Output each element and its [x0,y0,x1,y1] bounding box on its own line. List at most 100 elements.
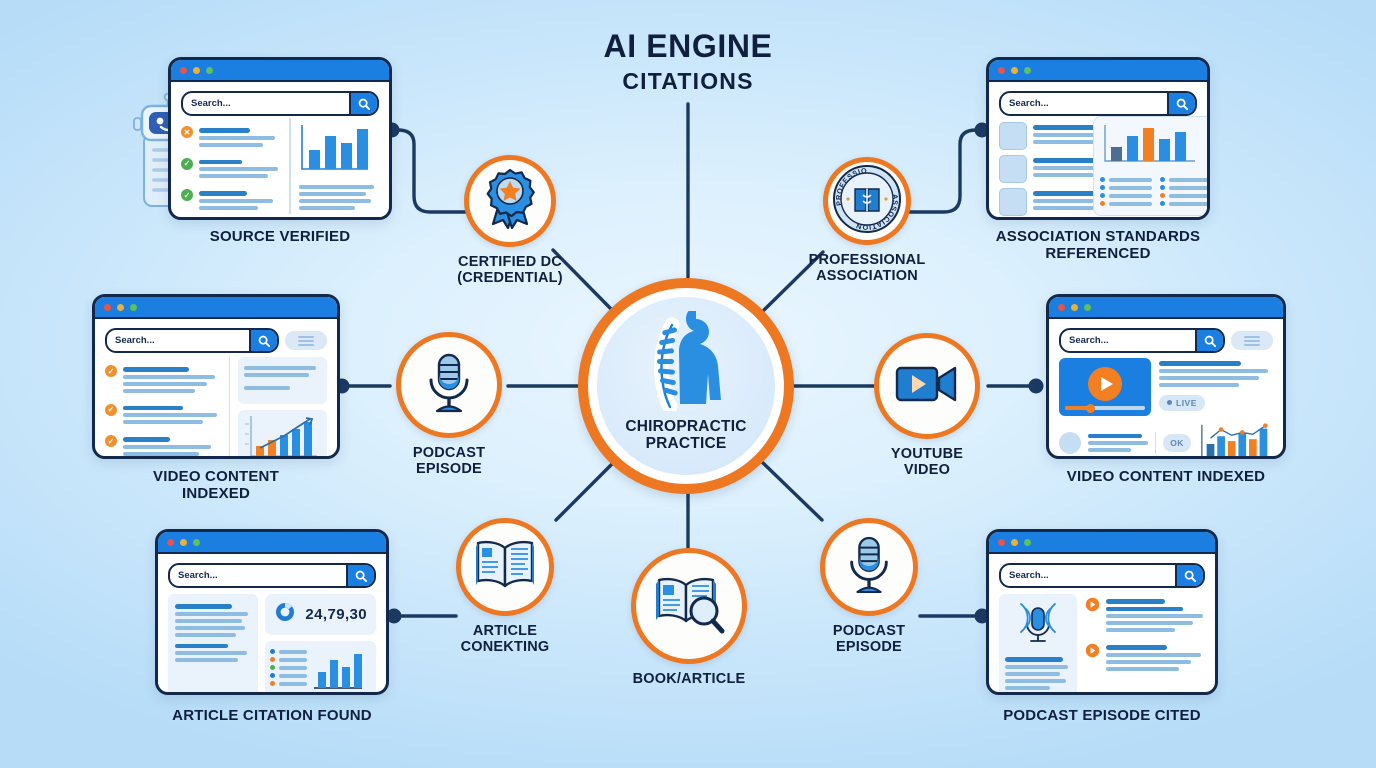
ok-badge: OK [1163,434,1191,452]
bar-chart [301,125,368,170]
spine-human-figure-icon [634,306,738,416]
search-input-text: Search... [1009,570,1049,581]
window-maximize-dot[interactable] [1024,66,1031,74]
window-minimize-dot[interactable] [1071,303,1078,311]
node-label: CERTIFIED DC (CREDENTIAL) [457,254,563,287]
result-row[interactable]: ✓ [181,157,281,182]
result-row[interactable] [1085,642,1205,674]
play-badge-icon[interactable] [1085,597,1100,617]
window-close-dot[interactable] [1058,303,1065,311]
window-close-dot[interactable] [104,303,111,311]
window-titlebar [171,60,389,82]
search-input[interactable]: Search... [1059,328,1225,353]
bar-chart-with-trendline [1201,423,1268,456]
window-titlebar [989,532,1215,554]
thumbnail [999,155,1027,183]
video-player[interactable] [1059,358,1151,416]
play-badge-icon[interactable] [1085,643,1100,663]
search-icon[interactable] [249,330,277,351]
search-input[interactable]: Search... [999,563,1205,588]
chart-card-overlay [1093,116,1207,216]
card-video-content-indexed-left[interactable]: Search... ✓ ✓ [92,294,340,459]
status-badge: ✓ [105,403,117,416]
card-video-content-indexed-right[interactable]: Search... LIVE [1046,294,1286,459]
node-label: PROFESSIONAL ASSOCIATION [808,252,926,285]
summary-panel [238,357,327,404]
chart-panel [265,641,376,692]
card-source-verified[interactable]: Search... ✕ ✓ ✓ [168,57,392,220]
result-row[interactable]: ✕ [181,125,281,150]
window-maximize-dot[interactable] [193,538,200,546]
window-close-dot[interactable] [180,66,187,74]
node-certified-dc[interactable]: CERTIFIED DC (CREDENTIAL) [455,155,565,286]
search-input[interactable]: Search... [181,91,379,116]
search-icon[interactable] [1175,565,1203,586]
node-label: PODCAST EPISODE [832,623,906,656]
chart-panel [238,410,327,456]
node-article-conekting[interactable]: ARTICLE CONEKTING [450,518,560,655]
podcast-panel [999,594,1077,692]
search-input[interactable]: Search... [168,563,376,588]
search-input[interactable]: Search... [105,328,279,353]
microphone-icon [842,535,896,600]
window-minimize-dot[interactable] [193,66,200,74]
status-badge: ✓ [181,157,193,170]
window-titlebar [989,60,1207,82]
window-maximize-dot[interactable] [1084,303,1091,311]
window-maximize-dot[interactable] [1024,538,1031,546]
window-minimize-dot[interactable] [1011,66,1018,74]
thumbnail [999,188,1027,216]
result-row[interactable]: ✓ [181,188,281,213]
card-article-citation-found[interactable]: Search... [155,529,389,695]
result-row[interactable] [1085,596,1205,635]
result-row[interactable]: ✓ [105,364,221,396]
window-titlebar [158,532,386,554]
node-podcast-episode-left[interactable]: PODCAST EPISODE [394,332,504,477]
video-progress-bar[interactable] [1065,403,1145,413]
search-input[interactable]: Search... [999,91,1197,116]
thumbnail [999,122,1027,150]
card-podcast-episode-cited[interactable]: Search... [986,529,1218,695]
window-titlebar [1049,297,1283,319]
stat-card: 24,79,30 [265,594,376,635]
window-minimize-dot[interactable] [1011,538,1018,546]
node-book-article[interactable]: BOOK/ARTICLE [630,548,748,687]
window-close-dot[interactable] [998,66,1005,74]
growth-bar-chart [245,416,318,456]
search-input-text: Search... [1069,335,1109,346]
node-label: PODCAST EPISODE [412,445,486,478]
window-maximize-dot[interactable] [130,303,137,311]
microphone-icon [421,352,477,419]
window-minimize-dot[interactable] [117,303,124,311]
window-maximize-dot[interactable] [206,66,213,74]
hub-chiropractic-practice[interactable]: CHIROPRACTIC PRACTICE [578,278,794,494]
node-youtube-video[interactable]: YOUTUBE VIDEO [872,333,982,478]
result-row[interactable]: ✓ [105,403,221,428]
card-association-standards[interactable]: Search... [986,57,1210,220]
live-badge-label: LIVE [1176,397,1197,408]
live-badge: LIVE [1159,394,1205,411]
menu-button[interactable] [285,331,327,350]
book-magnifier-icon [653,573,725,640]
node-professional-association[interactable]: PROFESSIONAL ASSOCIATION PROFESSIONAL AS… [809,156,926,285]
microphone-waves-icon [1005,600,1071,651]
window-close-dot[interactable] [998,538,1005,546]
result-row[interactable]: ✓ [105,434,221,456]
window-minimize-dot[interactable] [180,538,187,546]
status-badge: ✓ [181,189,193,201]
menu-button[interactable] [1231,331,1273,350]
search-icon[interactable] [1195,330,1223,351]
ok-badge-label: OK [1170,438,1184,448]
video-player-play-icon[interactable] [1088,366,1122,401]
node-podcast-episode-right[interactable]: PODCAST EPISODE [814,518,924,655]
search-icon[interactable] [1167,93,1195,114]
node-label: YOUTUBE VIDEO [890,446,964,479]
status-badge: ✕ [181,126,193,138]
association-seal-icon: PROFESSIONAL ASSOCIATION [828,156,903,240]
bar-chart [314,654,363,689]
search-icon[interactable] [349,93,377,114]
search-icon[interactable] [346,565,374,586]
window-close-dot[interactable] [167,538,174,546]
